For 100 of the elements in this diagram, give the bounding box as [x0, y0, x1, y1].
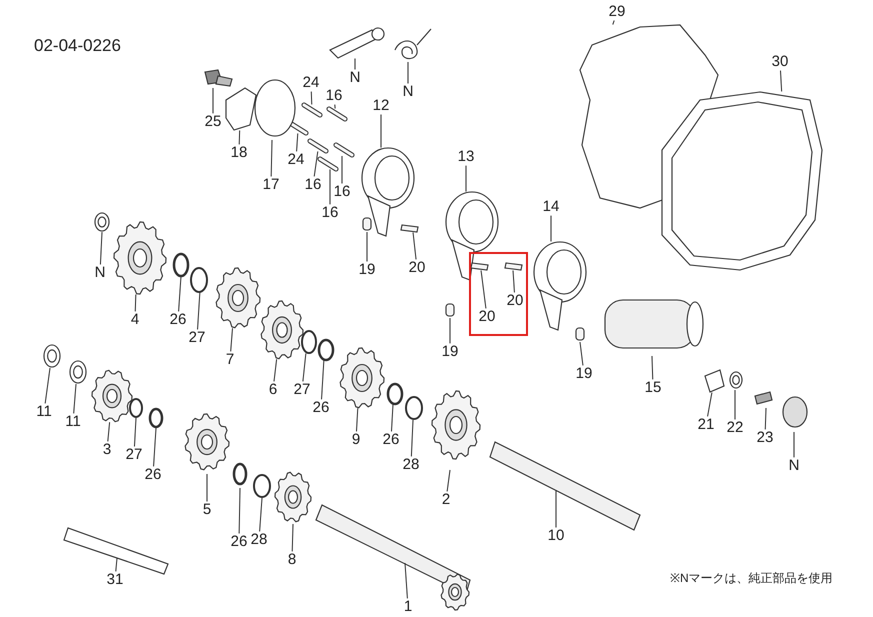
- callout-number: 26: [382, 432, 400, 448]
- ring-drawing: [129, 398, 143, 418]
- callout-number: 29: [608, 4, 626, 20]
- leader-line: [580, 342, 584, 366]
- leader-line: [314, 151, 318, 177]
- leader-line: [292, 524, 294, 552]
- clip-drawing: [470, 262, 489, 271]
- circlip-drawing: [232, 462, 248, 486]
- leader-line: [652, 356, 654, 380]
- leader-line: [321, 360, 324, 400]
- shaft-drawing: [489, 441, 641, 531]
- leader-line: [764, 408, 766, 430]
- lever-drawing: [329, 27, 385, 59]
- callout-number: 22: [726, 420, 744, 436]
- callout-number: 27: [294, 382, 310, 398]
- leader-line: [206, 474, 208, 502]
- leader-line: [780, 70, 782, 92]
- gear-drawing: [340, 347, 385, 408]
- gear-drawing: [113, 221, 167, 295]
- shift-fork-drawing: [445, 191, 499, 281]
- callout-number: 16: [334, 184, 350, 200]
- callout-number: 28: [250, 532, 268, 548]
- washer-drawing: [43, 344, 61, 368]
- callout-number: 14: [542, 199, 560, 215]
- leader-line: [44, 368, 50, 404]
- callout-number: 16: [322, 205, 338, 221]
- callout-number: 19: [442, 344, 458, 360]
- leader-line: [302, 352, 306, 382]
- ring-drawing: [405, 396, 423, 420]
- leader-line: [259, 498, 262, 532]
- callout-number: N: [350, 70, 360, 86]
- leader-line: [197, 292, 200, 330]
- pin-drawing: [326, 106, 348, 122]
- leader-line: [550, 215, 552, 242]
- pin-drawing: [308, 138, 328, 154]
- callout-number: 1: [404, 599, 412, 615]
- circlip-drawing: [318, 338, 334, 362]
- leader-line: [270, 140, 272, 177]
- shift-drum-drawing: [604, 299, 704, 349]
- leader-line: [274, 358, 278, 382]
- gear-drawing: [260, 300, 304, 360]
- callout-number: 4: [130, 312, 140, 328]
- leader-line: [356, 408, 358, 432]
- leader-line: [115, 558, 118, 572]
- callout-number: 24: [288, 152, 304, 168]
- leader-line: [412, 232, 417, 260]
- callout-number: 18: [230, 145, 248, 161]
- callout-number: 24: [302, 75, 320, 91]
- leader-line: [296, 132, 298, 152]
- leader-line: [230, 328, 234, 352]
- leader-line: [178, 276, 182, 312]
- circlip-drawing: [148, 408, 164, 428]
- leader-line: [380, 114, 382, 148]
- hex-wrench-drawing: [63, 527, 169, 575]
- callout-number: 19: [358, 262, 376, 278]
- callout-number: 20: [408, 260, 426, 276]
- callout-number: 20: [478, 309, 496, 325]
- circlip-drawing: [172, 252, 190, 278]
- callout-number: 28: [402, 457, 420, 473]
- callout-number: 27: [126, 447, 142, 463]
- leader-line: [512, 270, 515, 293]
- leader-line: [612, 20, 615, 26]
- leader-line: [707, 392, 712, 417]
- circlip-drawing: [386, 382, 404, 406]
- ring-drawing: [253, 474, 271, 498]
- gasket-drawing: [661, 91, 823, 271]
- stopper-drawing: [704, 369, 725, 393]
- clip-drawing: [504, 262, 523, 271]
- callout-number: 3: [102, 442, 112, 458]
- leader-line: [212, 88, 214, 114]
- leader-line: [404, 562, 408, 599]
- leader-line: [107, 422, 110, 442]
- callout-number: 19: [576, 366, 592, 382]
- washer-drawing: [94, 212, 110, 232]
- plate-drawing: [254, 79, 296, 137]
- bolt-drawing: [204, 69, 233, 87]
- callout-number: 13: [458, 149, 474, 165]
- gear-drawing: [91, 370, 133, 422]
- leader-line: [153, 428, 156, 467]
- plug-drawing: [782, 396, 808, 428]
- callout-number: 16: [304, 177, 322, 193]
- callout-number: 21: [698, 417, 714, 433]
- leader-line: [134, 294, 136, 312]
- leader-line: [238, 130, 240, 145]
- leader-line: [73, 384, 76, 414]
- pin-drawing: [575, 327, 585, 341]
- callout-number: 2: [442, 492, 450, 508]
- gear-drawing: [184, 413, 230, 470]
- pin-drawing: [318, 156, 338, 172]
- callout-number: 31: [106, 572, 124, 588]
- callout-number: N: [402, 84, 414, 100]
- callout-number: 12: [372, 98, 390, 114]
- ring-drawing: [190, 267, 208, 293]
- callout-number: 11: [36, 404, 52, 420]
- callout-number: 6: [268, 382, 278, 398]
- gear-drawing: [274, 472, 312, 522]
- callout-number: 26: [144, 467, 162, 483]
- ring-drawing: [301, 330, 317, 354]
- bolt-drawing: [754, 391, 773, 405]
- leader-line: [390, 404, 394, 432]
